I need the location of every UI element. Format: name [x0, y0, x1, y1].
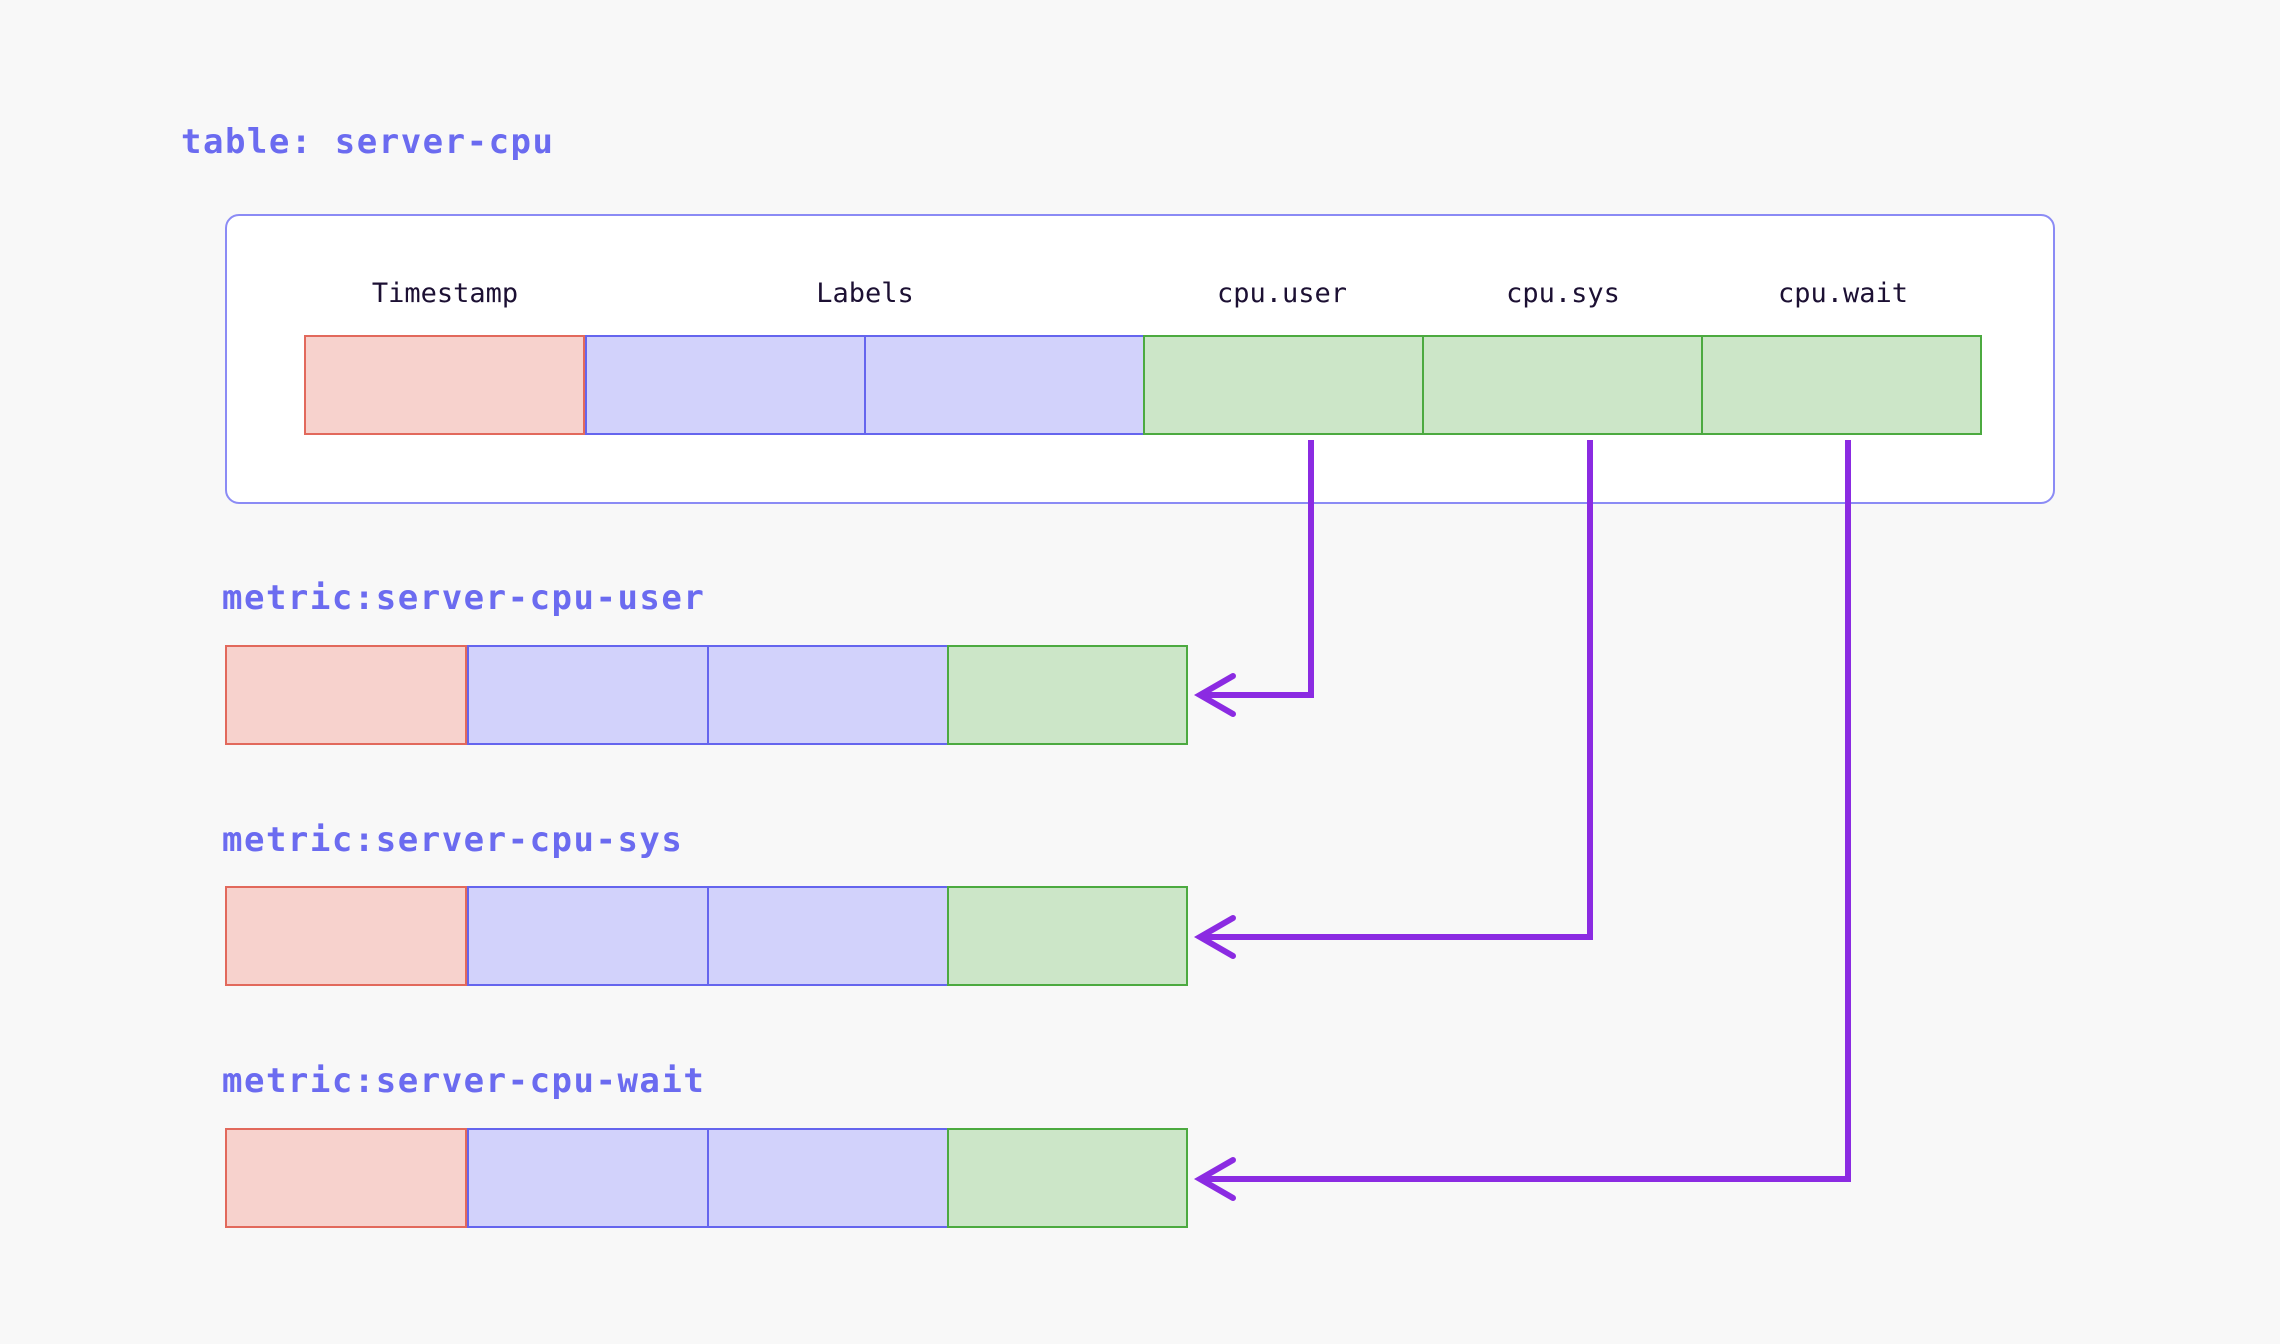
table-cell-cpu-wait	[1701, 335, 1982, 435]
metric-segment-labels-1	[467, 645, 709, 745]
metric-segment-timestamp	[225, 886, 467, 986]
metric-bar-server-cpu-wait	[225, 1128, 1188, 1228]
metric-segment-labels-2	[707, 1128, 949, 1228]
table-cell-timestamp	[304, 335, 585, 435]
column-header-cpu-sys: cpu.sys	[1506, 278, 1620, 309]
column-header-cpu-wait: cpu.wait	[1777, 278, 1909, 309]
table-cell-cpu-sys	[1422, 335, 1703, 435]
metric-label-server-cpu-sys: metric:server-cpu-sys	[222, 820, 684, 860]
metric-segment-labels-2	[707, 886, 949, 986]
column-header-timestamp: Timestamp	[371, 278, 519, 309]
metric-segment-value	[947, 886, 1188, 986]
connector-cpu-wait	[1193, 440, 1851, 1201]
metric-label-server-cpu-wait: metric:server-cpu-wait	[222, 1061, 706, 1101]
metric-segment-timestamp	[225, 645, 467, 745]
connector-cpu-sys	[1193, 440, 1593, 959]
metric-segment-labels-2	[707, 645, 949, 745]
table-title: table: server-cpu	[181, 122, 555, 162]
table-column-headers: Timestamp Labels cpu.user cpu.sys cpu.wa…	[225, 278, 2055, 318]
metric-segment-labels-1	[467, 1128, 709, 1228]
column-header-cpu-user: cpu.user	[1216, 278, 1348, 309]
metric-segment-timestamp	[225, 1128, 467, 1228]
table-cell-labels-1	[585, 335, 866, 435]
metric-segment-labels-1	[467, 886, 709, 986]
table-cell-cpu-user	[1143, 335, 1424, 435]
metric-label-server-cpu-user: metric:server-cpu-user	[222, 578, 706, 618]
table-cell-labels-2	[864, 335, 1145, 435]
metric-bar-server-cpu-user	[225, 645, 1188, 745]
metric-segment-value	[947, 1128, 1188, 1228]
metric-segment-value	[947, 645, 1188, 745]
column-header-labels: Labels	[816, 278, 914, 309]
metric-bar-server-cpu-sys	[225, 886, 1188, 986]
